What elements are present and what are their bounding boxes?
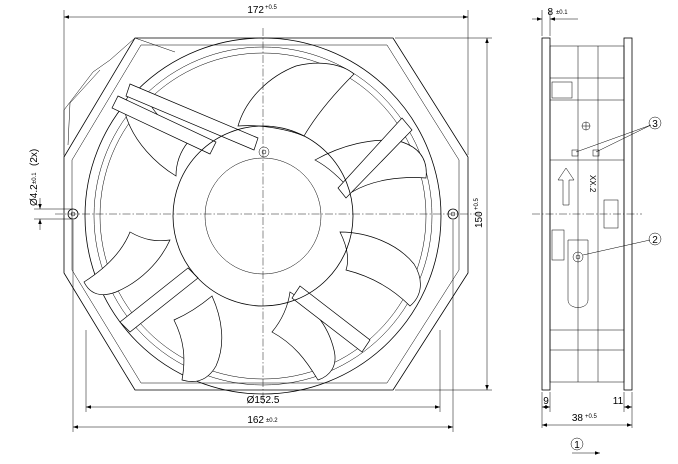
callout-1-circle <box>570 437 584 451</box>
depth-dimension-value: 38 <box>572 413 584 424</box>
frame-corner-flap <box>67 69 101 146</box>
width-dimension-tolerance: +0.5 <box>265 5 278 11</box>
rotor-diameter-value: Ø152.5 <box>247 395 280 406</box>
height-dimension-tolerance: +0.5 <box>474 197 480 210</box>
grommet-screw <box>572 251 584 263</box>
top-dimension-value: 8 <box>547 7 553 18</box>
height-dimension-value: 150 <box>474 211 485 228</box>
side-view: XX.2 8 ±0.1 9 11 38 +0.5 3 <box>532 7 662 455</box>
connector-square <box>592 149 600 157</box>
cable-grommet <box>567 239 589 308</box>
mount-dimension-value: 162 <box>247 415 264 426</box>
fan-strut <box>111 95 217 155</box>
callout-3-circle <box>648 116 662 130</box>
fan-blade <box>173 295 223 382</box>
top-dimension-tolerance: ±0.1 <box>556 10 568 16</box>
fan-strut <box>125 83 259 151</box>
fan-blade <box>237 62 355 137</box>
left-flange-dimension: 9 <box>543 396 549 407</box>
callout-2-number: 2 <box>652 235 658 246</box>
depth-dimension-tolerance: +0.5 <box>585 414 598 420</box>
fan-blade <box>339 231 421 307</box>
mount-dimension-tolerance: ±0.2 <box>266 418 278 424</box>
hole-dimension-value: Ø4.2 <box>29 184 40 206</box>
hole-dimension-tolerance: ±0.1 <box>32 172 38 184</box>
fan-frame-inner-edge <box>71 44 460 384</box>
side-label-text: XX.2 <box>588 175 597 193</box>
fan-strut <box>291 285 371 353</box>
frame-corner-flap <box>134 37 176 53</box>
right-flange-dimension: 11 <box>613 396 624 407</box>
fan-struts <box>111 83 413 353</box>
fan-strut <box>337 117 413 199</box>
flow-arrow-icon <box>557 167 575 206</box>
fan-blade <box>271 291 336 381</box>
fan-blade <box>83 231 171 296</box>
front-view: 172 +0.5 150 +0.5 Ø152.5 162 ±0.2 Ø4.2 ±… <box>29 5 492 432</box>
hole-dimension-count: (2x) <box>29 149 40 166</box>
hub-screw <box>258 146 270 158</box>
callout-2-circle <box>648 232 662 246</box>
fan-hub-inner <box>204 157 322 275</box>
callout-3-number: 3 <box>652 119 658 130</box>
fan-frame-outline <box>63 37 469 391</box>
callout-1-number: 1 <box>574 440 580 451</box>
connector-square <box>571 149 579 157</box>
hub-screw <box>261 149 267 155</box>
width-dimension-value: 172 <box>247 5 264 16</box>
